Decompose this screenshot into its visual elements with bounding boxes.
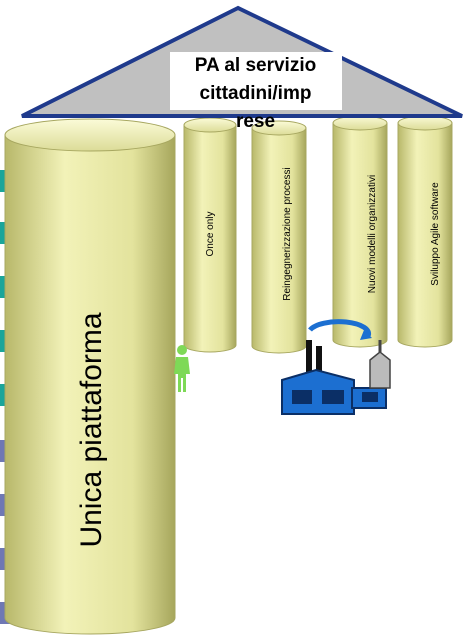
roof-title-line: cittadini/imp (199, 83, 312, 104)
main-pillar-label: Unica piattaforma (75, 312, 108, 547)
pillar-label: Once only (205, 211, 216, 256)
pillar-once-only: Once only (183, 117, 237, 353)
pillar-reingegnerizzazione: Reingegnerizzazione processi (251, 120, 307, 354)
roof-label-bg (170, 52, 342, 110)
pillar-nuovi-modelli: Nuovi modelli organizzativi (332, 115, 388, 348)
pillar-label: Reingegnerizzazione processi (282, 167, 293, 300)
person-icon (174, 345, 190, 392)
pillar-sviluppo-agile: Sviluppo Agile software (397, 115, 453, 348)
main-pillar: Unica piattaforma (4, 118, 176, 635)
pillar-label: Sviluppo Agile software (430, 182, 441, 286)
roof-title-line: rese (235, 111, 276, 132)
roof-title: PA al servizio cittadini/imp rese (168, 52, 343, 136)
pillar-label: Nuovi modelli organizzativi (367, 175, 378, 293)
factory-icon (281, 319, 391, 415)
roof-title-line: PA al servizio (194, 55, 317, 76)
